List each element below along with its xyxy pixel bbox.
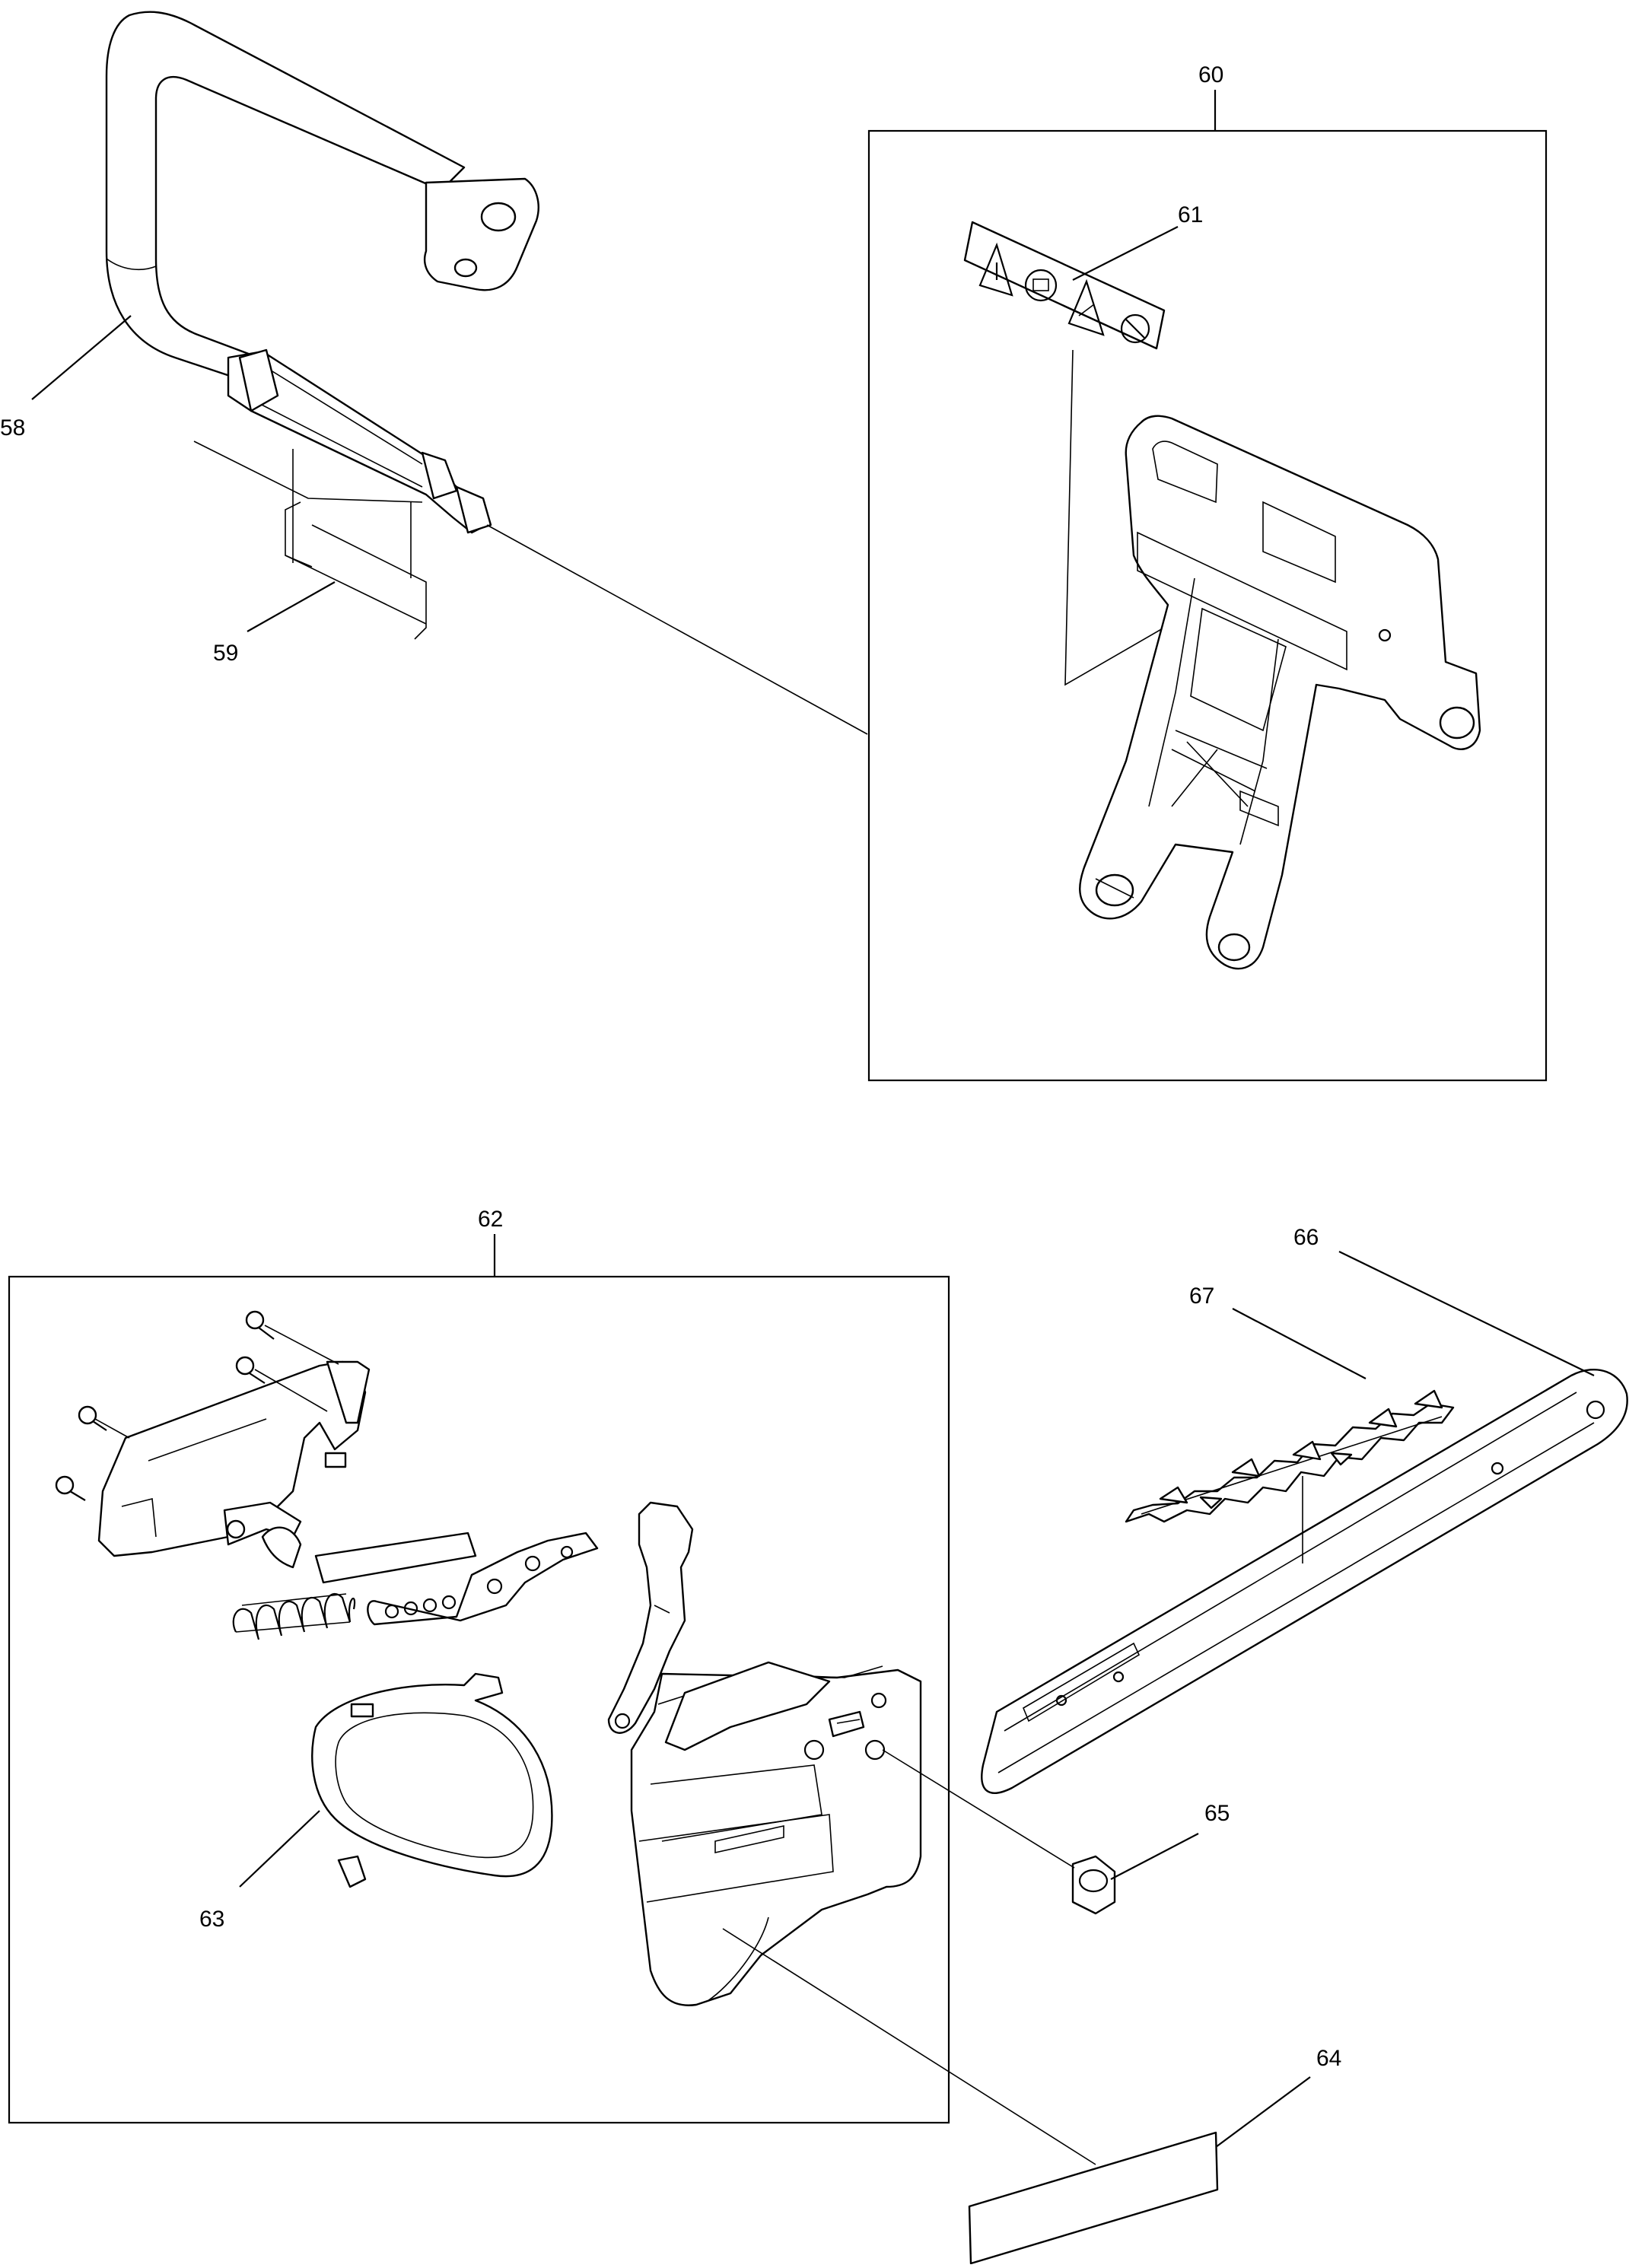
warning-triangle-icon xyxy=(978,242,1013,297)
rear-bracket-part xyxy=(1079,415,1481,970)
leader-cover-to-nut xyxy=(882,1749,1075,1869)
callout-62: 62 xyxy=(478,1207,503,1232)
ear-protection-icon xyxy=(1120,313,1150,344)
handle-label-part xyxy=(193,441,427,640)
callout-63: 63 xyxy=(199,1907,224,1932)
leader-64 xyxy=(1215,2076,1311,2148)
brake-spring-part xyxy=(232,1592,356,1640)
leader-66 xyxy=(1338,1251,1595,1376)
callout-59: 59 xyxy=(213,641,238,666)
leader-59 xyxy=(247,581,336,632)
leader-67 xyxy=(1232,1308,1367,1379)
brake-link-part xyxy=(367,1532,599,1626)
leader-63 xyxy=(239,1810,320,1888)
group-box-62 xyxy=(8,1275,950,2124)
callout-60: 60 xyxy=(1198,62,1223,87)
read-manual-icon xyxy=(1024,269,1058,302)
group-box-60 xyxy=(867,129,1548,1082)
front-handle-part xyxy=(105,11,539,534)
callout-58: 58 xyxy=(0,415,25,441)
leader-65 xyxy=(1110,1833,1199,1880)
sprocket-cover-part xyxy=(630,1661,922,2006)
callout-66: 66 xyxy=(1293,1225,1319,1250)
kickback-warning-icon xyxy=(1067,278,1105,336)
guide-bar-part xyxy=(981,1369,1628,1794)
brake-band-part xyxy=(311,1672,553,1888)
leader-58 xyxy=(31,315,132,400)
callout-64: 64 xyxy=(1316,2046,1341,2071)
brake-plate-part xyxy=(314,1532,477,1584)
leader-bolt-entry xyxy=(1095,878,1134,899)
callout-65: 65 xyxy=(1204,1801,1230,1826)
bar-nut-part xyxy=(1071,1855,1116,1915)
callout-61: 61 xyxy=(1178,202,1203,227)
cover-label-part xyxy=(968,2131,1219,2265)
leader-61 xyxy=(1072,226,1179,281)
brake-lever-part xyxy=(607,1501,694,1734)
leader-handle-to-bracket xyxy=(486,524,868,735)
callout-67: 67 xyxy=(1189,1284,1214,1309)
leader-cover-to-label xyxy=(722,1928,1096,2165)
warning-label-sticker xyxy=(963,221,1166,350)
brake-bracket-screws xyxy=(55,1310,339,1539)
saw-chain-part xyxy=(1125,1389,1455,1523)
